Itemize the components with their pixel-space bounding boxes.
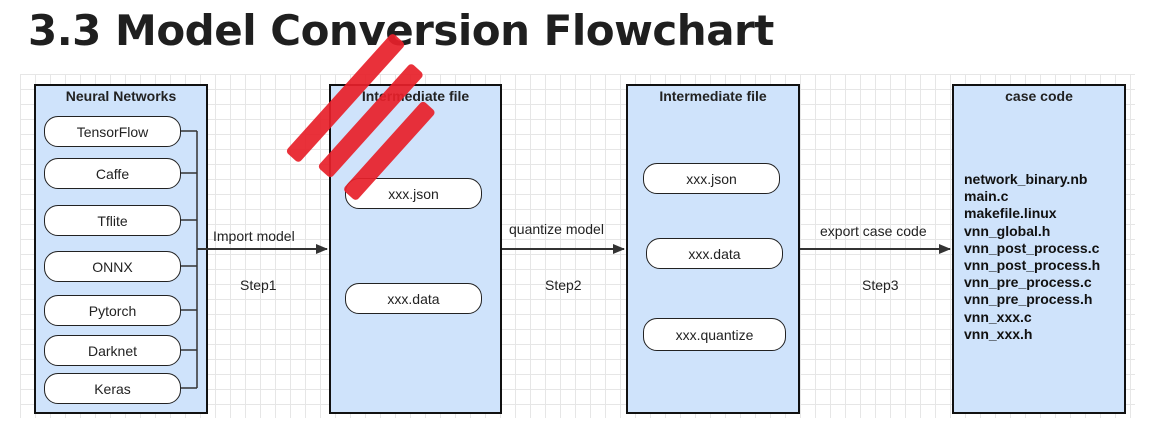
step2-label: Step2 [545, 277, 582, 293]
intermediate1-data: xxx.data [345, 283, 482, 314]
framework-tensorflow: TensorFlow [44, 116, 181, 147]
file-item: vnn_pre_process.h [964, 291, 1093, 308]
file-item: vnn_pre_process.c [964, 274, 1092, 291]
step3-label: Step3 [862, 277, 899, 293]
intermediate2-json: xxx.json [643, 163, 780, 194]
framework-pytorch: Pytorch [44, 295, 181, 326]
file-item: network_binary.nb [964, 171, 1088, 187]
file-item: vnn_xxx.h [964, 325, 1033, 342]
framework-tflite: Tflite [44, 205, 181, 236]
intermediate2-data: xxx.data [646, 238, 783, 269]
neural-networks-title: Neural Networks [65, 88, 177, 104]
file-item: vnn_post_process.c [964, 239, 1100, 256]
framework-caffe: Caffe [44, 158, 181, 189]
file-item: vnn_global.h [964, 222, 1051, 239]
framework-keras: Keras [44, 373, 181, 404]
file-item: makefile.linux [964, 205, 1057, 222]
intermediate2-quantize: xxx.quantize [643, 318, 786, 351]
import-model-label: Import model [213, 228, 295, 244]
step1-label: Step1 [240, 277, 277, 293]
export-case-code-label: export case code [820, 223, 927, 239]
intermediate-file-title-2: Intermediate file [659, 88, 767, 104]
case-code-file-list: network_binary.nb main.c makefile.linux … [964, 171, 1100, 343]
file-item: vnn_xxx.c [964, 308, 1032, 325]
file-item: main.c [964, 188, 1009, 205]
framework-onnx: ONNX [44, 251, 181, 282]
case-code-title: case code [1005, 88, 1073, 104]
framework-darknet: Darknet [44, 335, 181, 366]
case-code-panel: case code [952, 84, 1126, 414]
quantize-model-label: quantize model [509, 221, 604, 237]
file-item: vnn_post_process.h [964, 257, 1101, 274]
framework-bracket [181, 130, 198, 389]
